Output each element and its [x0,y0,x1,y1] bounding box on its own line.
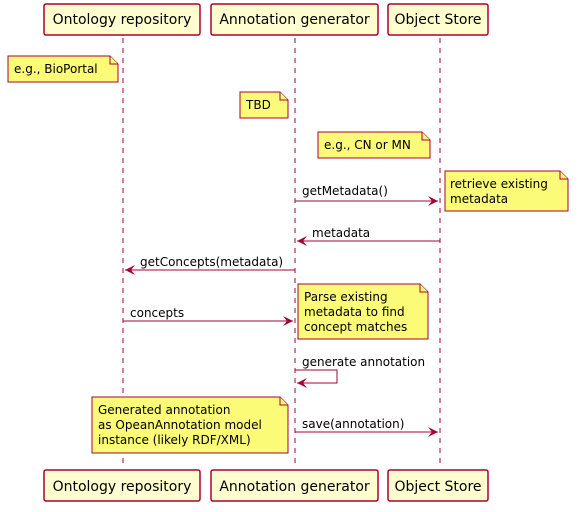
note-retrieve-line-2: metadata [450,192,508,206]
note-generated-line-2: as OpeanAnnotation model [98,418,262,432]
note-parse: Parse existing metadata to find concept … [297,283,429,340]
message-save-label: save(annotation) [302,417,404,431]
note-bioportal: e.g., BioPortal [7,55,119,83]
participant-annotator-top: Annotation generator [210,3,379,36]
message-concepts: concepts [123,306,293,326]
note-tbd: TBD [239,91,289,119]
note-bioportal-line: e.g., BioPortal [14,62,98,76]
participant-annotator-bottom: Annotation generator [210,469,379,502]
note-retrieve-line-1: retrieve existing [450,177,548,191]
message-metadata-label: metadata [312,226,370,240]
participant-ontology-bottom: Ontology repository [43,469,201,502]
note-generated-line-1: Generated annotation [98,403,230,417]
participant-store-label: Object Store [394,12,481,28]
note-cn-mn-line: e.g., CN or MN [324,138,411,152]
note-cn-mn: e.g., CN or MN [317,131,431,159]
participant-store-label: Object Store [394,479,481,495]
participant-store-top: Object Store [387,3,489,36]
message-generate: generate annotation [295,355,425,388]
note-parse-line-1: Parse existing [304,290,388,304]
message-concepts-label: concepts [130,306,184,320]
message-getconcepts-label: getConcepts(metadata) [140,255,283,269]
note-retrieve: retrieve existing metadata [444,170,569,212]
note-tbd-line: TBD [245,98,271,112]
message-getconcepts: getConcepts(metadata) [125,255,295,275]
message-save: save(annotation) [295,417,438,437]
message-getmetadata-label: getMetadata() [302,184,388,198]
participant-ontology-label: Ontology repository [53,479,192,495]
note-generated: Generated annotation as OpeanAnnotation … [91,396,289,454]
message-getmetadata: getMetadata() [295,184,438,206]
message-metadata: metadata [297,226,440,246]
lifelines [122,38,441,468]
note-parse-line-3: concept matches [304,320,407,334]
participant-ontology-label: Ontology repository [53,12,192,28]
message-generate-label: generate annotation [302,355,425,369]
participant-annotator-label: Annotation generator [219,12,370,28]
note-parse-line-2: metadata to find [304,305,405,319]
note-generated-line-3: instance (likely RDF/XML) [98,433,251,447]
message-generate-arrow [295,369,338,388]
participant-ontology-top: Ontology repository [43,3,201,36]
participant-annotator-label: Annotation generator [219,479,370,495]
participant-store-bottom: Object Store [387,469,489,502]
